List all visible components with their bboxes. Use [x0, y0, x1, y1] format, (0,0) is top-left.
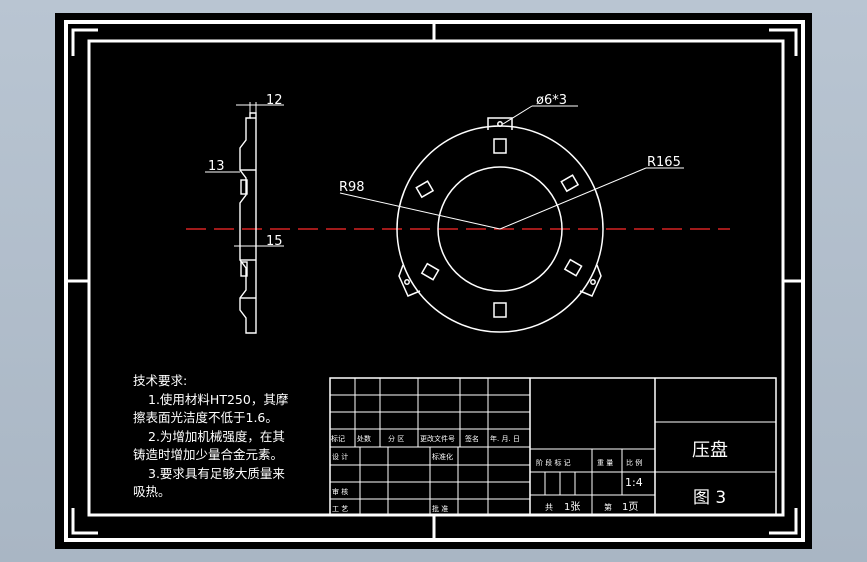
label-standardize: 标准化	[432, 452, 453, 461]
label-total-value: 1张	[564, 501, 580, 513]
lug-top	[487, 117, 513, 130]
tech-line-2: 擦表面光洁度不低于1.6。	[133, 410, 278, 425]
label-sheet-value: 1页	[622, 501, 638, 513]
hole-left	[404, 279, 410, 285]
label-sign: 签名	[465, 434, 479, 443]
slot-5	[420, 262, 440, 281]
side-view	[205, 102, 284, 334]
label-total-prefix: 共	[545, 503, 553, 512]
label-stage-mark: 阶 段 标 记	[536, 458, 571, 467]
label-design: 设 计	[332, 452, 348, 461]
slot-6	[563, 258, 583, 277]
label-review: 审 核	[332, 487, 348, 496]
label-date: 年. 月. 日	[490, 434, 520, 443]
dim-hole: ø6*3	[536, 93, 567, 108]
hole-right	[590, 279, 596, 285]
label-zone: 分 区	[388, 434, 404, 443]
drawing-number: 图 3	[693, 488, 726, 508]
label-count: 处数	[357, 434, 371, 443]
dim-r165: R165	[647, 155, 681, 170]
label-change-doc: 更改文件号	[420, 434, 455, 443]
slot-3	[415, 180, 435, 199]
slot-4	[560, 174, 580, 193]
slot-1	[493, 138, 507, 154]
label-process: 工 艺	[332, 505, 348, 513]
tech-line-4: 铸造时增加少量合金元素。	[133, 447, 284, 462]
dim-r98: R98	[339, 180, 365, 195]
dim-15: 15	[266, 234, 283, 249]
tech-line-5: 3.要求具有足够大质量来	[148, 465, 285, 481]
part-name: 压盘	[692, 440, 728, 461]
technical-requirements: 技术要求: 1.使用材料HT250，其摩 擦表面光洁度不低于1.6。 2.为增加…	[133, 372, 333, 502]
dim-12: 12	[266, 93, 283, 108]
lug-right	[579, 264, 602, 297]
dim-13: 13	[208, 159, 225, 174]
label-ratio: 比 例	[626, 458, 642, 467]
slot-2	[493, 302, 507, 318]
tech-line-6: 吸热。	[133, 484, 171, 499]
title-block	[329, 377, 777, 516]
front-view	[339, 105, 684, 333]
scale-value: 1:4	[625, 476, 643, 489]
lug-left	[398, 264, 421, 297]
label-weight: 重 量	[597, 459, 613, 467]
hole-top	[497, 121, 503, 127]
tech-requirements-title: 技术要求:	[133, 373, 188, 388]
inner-circle	[437, 166, 563, 292]
label-approve: 批 准	[432, 504, 448, 513]
drawing-sheet	[55, 13, 812, 549]
label-sheet-prefix: 第	[604, 502, 612, 512]
label-mark: 标记	[331, 434, 345, 443]
title-block-labels: 标记 处数 分 区 更改文件号 签名 年. 月. 日 设 计 标准化 审 核 工…	[331, 434, 728, 513]
tech-line-1: 1.使用材料HT250，其摩	[148, 391, 289, 407]
tech-line-3: 2.为增加机械强度，在其	[148, 428, 285, 444]
